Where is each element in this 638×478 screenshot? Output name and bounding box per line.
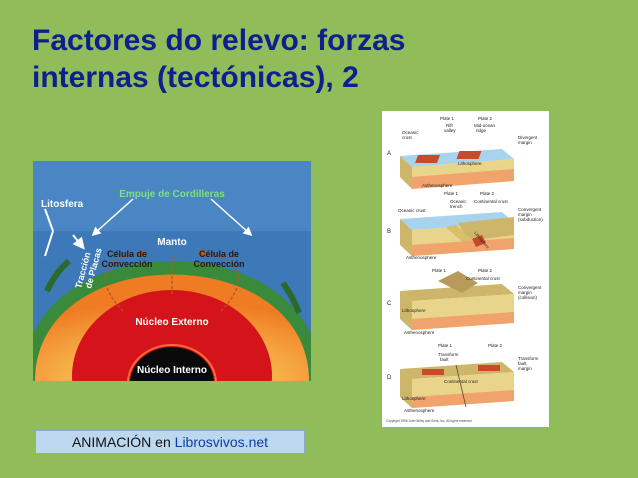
- b-margin2: margin: [518, 212, 532, 217]
- d-transform1: Transform: [438, 352, 459, 357]
- a-plate2: Plate 2: [478, 116, 493, 121]
- slide-title-line1: Factores do relevo: forzas: [32, 24, 406, 57]
- d-margin2: fault: [518, 361, 527, 366]
- plate-boundaries-diagram: A Plate 1 Plate 2 Rift valley Mid-ocean …: [382, 111, 549, 427]
- b-plate2: Plate 2: [480, 191, 495, 196]
- b-margin3: (subduction): [518, 217, 543, 222]
- d-asthenosphere: Asthenosphere: [404, 408, 435, 413]
- panel-transform: D Plate 1 Plate 2 Transform fault Transf…: [387, 343, 539, 413]
- a-margin1: Divergent: [518, 135, 538, 140]
- a-lithosphere: Lithosphere: [458, 161, 482, 166]
- animation-label: ANIMACIÓN en: [71, 434, 175, 450]
- panel-subduction: B Plate 1 Plate 2 Oceanic trench Contine…: [387, 191, 543, 260]
- c-plate2: Plate 2: [478, 268, 493, 273]
- animation-link-box: ANIMACIÓN en Librosvivos.net: [35, 430, 305, 454]
- label-nucleo-externo: Núcleo Externo: [135, 317, 208, 328]
- d-fault: fault: [440, 357, 449, 362]
- label-nucleo-interno: Núcleo Interno: [137, 365, 207, 376]
- a-crust: crust: [402, 135, 413, 140]
- c-letter: C: [387, 301, 392, 307]
- b-asthenosphere: Asthenosphere: [406, 255, 437, 260]
- d-margin1: Transform: [518, 356, 539, 361]
- label-manto: Manto: [157, 237, 186, 248]
- a-ridge: ridge: [476, 128, 487, 133]
- c-lithosphere: Lithosphere: [402, 308, 426, 313]
- b-margin1: Convergent: [518, 207, 542, 212]
- earth-convection-diagram: Empuje de Cordilleras Litosfera Tracción…: [33, 161, 311, 381]
- label-celula-left-2: Convección: [101, 259, 152, 269]
- c-continental: Continental crust: [466, 276, 501, 281]
- label-litosfera: Litosfera: [41, 199, 84, 210]
- d-margin3: margin: [518, 366, 532, 371]
- a-plate1: Plate 1: [440, 116, 455, 121]
- b-trench: trench: [450, 204, 463, 209]
- c-margin1: Convergent: [518, 285, 542, 290]
- panel-collision: C Plate 1 Plate 2 Continental crust Conv…: [387, 268, 542, 335]
- b-oceanic-crust: Oceanic crust: [398, 208, 426, 213]
- a-margin2: margin: [518, 140, 532, 145]
- c-margin3: (collision): [518, 295, 538, 300]
- a-valley: valley: [444, 128, 456, 133]
- label-cordilleras: Empuje de Cordilleras: [119, 189, 225, 200]
- a-midocean: Mid-ocean: [474, 123, 496, 128]
- label-celula-right-2: Convección: [193, 259, 244, 269]
- d-plate1: Plate 1: [438, 343, 453, 348]
- a-rift: Rift: [446, 123, 453, 128]
- b-oceanic1: Oceanic: [450, 199, 467, 204]
- a-oceanic: Oceanic: [402, 130, 419, 135]
- copyright-notice: Copyright 1996 John Wiley and Sons, Inc.…: [386, 419, 473, 423]
- label-celula-left-1: Célula de: [107, 249, 147, 259]
- a-asthenosphere: Asthenosphere: [422, 183, 453, 188]
- panel-divergent: A Plate 1 Plate 2 Rift valley Mid-ocean …: [387, 116, 538, 189]
- b-letter: B: [387, 229, 391, 235]
- b-continental: Continental crust: [474, 199, 509, 204]
- librosvivos-link[interactable]: Librosvivos.net: [174, 434, 269, 450]
- c-asthenosphere: Asthenosphere: [404, 330, 435, 335]
- d-letter: D: [387, 375, 392, 381]
- outer-core: [72, 290, 272, 381]
- inner-core: [130, 347, 214, 381]
- b-plate1: Plate 1: [444, 191, 459, 196]
- c-margin2: margin: [518, 290, 532, 295]
- d-plate2: Plate 2: [488, 343, 503, 348]
- label-celula-right-1: Célula de: [199, 249, 239, 259]
- d-lithosphere: Lithosphere: [402, 396, 426, 401]
- slide-title: Factores do relevo: forzas internas (tec…: [32, 22, 532, 96]
- d-continental: Continental crust: [444, 379, 479, 384]
- slide-title-line2: internas (tectónicas), 2: [32, 61, 359, 94]
- c-plate1: Plate 1: [432, 268, 447, 273]
- a-letter: A: [387, 151, 391, 157]
